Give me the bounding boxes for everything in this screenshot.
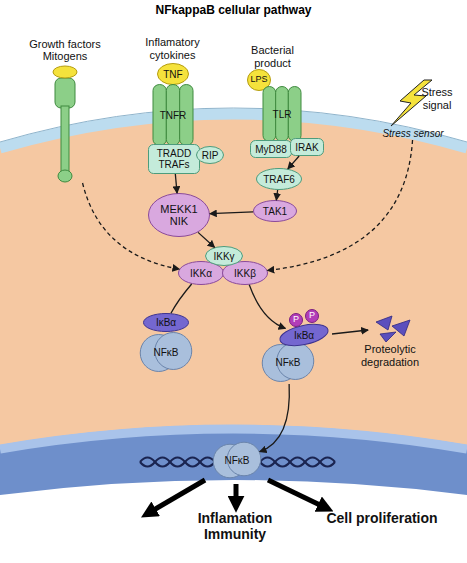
nfkb-dimer: NFκB [262, 340, 314, 384]
output-arrow [234, 484, 239, 500]
diagram-title: NFkappaB cellular pathway [0, 3, 467, 17]
pathway-arrow [175, 174, 177, 193]
node-outline [290, 314, 303, 327]
node-outline [149, 145, 200, 174]
ikk-gamma: IKKγ [205, 246, 243, 266]
annotation-label: Cell proliferation [312, 510, 452, 526]
pathway-arrow [249, 285, 285, 329]
pathway-arrow [288, 156, 299, 169]
kinase-box: IRAK [290, 138, 324, 156]
node-outline [144, 314, 189, 332]
node-outline [291, 139, 324, 156]
protein-label: TAK1 [263, 206, 287, 217]
pathway-arrow [210, 212, 253, 214]
degradation-arrow [332, 330, 368, 334]
node-outline [254, 201, 297, 222]
pathway-arrow [260, 384, 290, 452]
node-outline [206, 247, 243, 266]
protein-label: TNFR [160, 110, 187, 121]
protein-label: IκBα [156, 317, 176, 328]
protein-label: TRAF6 [263, 174, 295, 185]
node-outline [61, 106, 69, 176]
protein-label: TLR [273, 109, 292, 120]
node-outline [223, 262, 268, 285]
phosphorylated-ikb: IκBα [279, 325, 329, 345]
degraded-fragment [380, 332, 396, 342]
protein-label: MEKK1 NIK [157, 203, 201, 227]
phosphate-group: P [289, 313, 303, 327]
nfkb-dimer: NFκB [140, 330, 192, 374]
annotation-label: Inflamatory cytokines [135, 36, 210, 61]
protein-label: MyD88 [255, 144, 287, 155]
protein-label: IKKγ [213, 251, 234, 262]
annotation-label: Proteolytic degradation [345, 343, 435, 368]
protein-label: TRADD [157, 148, 191, 159]
adaptor-box: TRADDTRAFs [148, 144, 200, 174]
node-outline [55, 78, 75, 108]
growth-factor-receptor: Growth factors Mitogens [20, 38, 110, 183]
tnf-receptor: TNFR [152, 84, 194, 146]
pathway-arrow [198, 232, 214, 247]
protein-label: NFκB [225, 455, 250, 466]
degraded-fragment [376, 316, 392, 330]
toll-like-receptor: TLR [262, 86, 302, 142]
protein-label: LPS [250, 75, 267, 85]
node-outline [251, 141, 292, 158]
protein-label: TRAFs [158, 159, 189, 170]
growth-factor-ligand [53, 66, 77, 78]
node-outline [257, 169, 302, 190]
protein-label: RIP [202, 150, 219, 161]
node-outline [58, 170, 72, 182]
node-outline [149, 194, 210, 237]
node-outline [158, 64, 189, 85]
traf6-adaptor: TRAF6 [256, 168, 302, 190]
protein-label: P [293, 315, 299, 325]
tnf-ligand: TNF [157, 63, 189, 85]
membrane-edge [0, 108, 467, 142]
node-outline [179, 262, 224, 285]
node-outline [197, 147, 224, 164]
protein-label: P [309, 311, 315, 321]
protein-label: NFκB [154, 347, 179, 358]
node-outline [278, 321, 330, 350]
stress-sensor: Stress sensor [378, 126, 448, 140]
protein-label: IκBα [294, 330, 314, 341]
ikb-inhibitor: IκBα [143, 313, 189, 332]
output-arrow [152, 480, 205, 511]
protein-label: IKKβ [234, 268, 256, 279]
adaptor-box: MyD88 [250, 140, 292, 158]
node-outline [306, 310, 319, 323]
pathway-arrow [276, 190, 277, 200]
protein-label: Growth factors Mitogens [20, 38, 110, 62]
annotation-label: Inflamation Immunity [175, 510, 295, 542]
annotation-label: Stress signal [410, 86, 464, 111]
protein-label: IRAK [295, 142, 318, 153]
protein-label: Stress sensor [382, 128, 443, 139]
pathway-arrow [171, 284, 192, 313]
map3k-kinase: MEKK1 NIK [148, 193, 210, 237]
phosphate-group: P [305, 309, 319, 323]
nfkb-dimer: NFκB [212, 440, 262, 480]
protein-label: TNF [163, 69, 182, 80]
annotation-label: Bacterial product [240, 44, 305, 69]
tak1-kinase: TAK1 [253, 200, 297, 222]
cytoplasm [0, 114, 467, 445]
protein-label: NFκB [276, 357, 301, 368]
protein-label: IKKα [190, 268, 212, 279]
output-arrow [268, 480, 322, 506]
rip-kinase: RIP [196, 146, 224, 164]
